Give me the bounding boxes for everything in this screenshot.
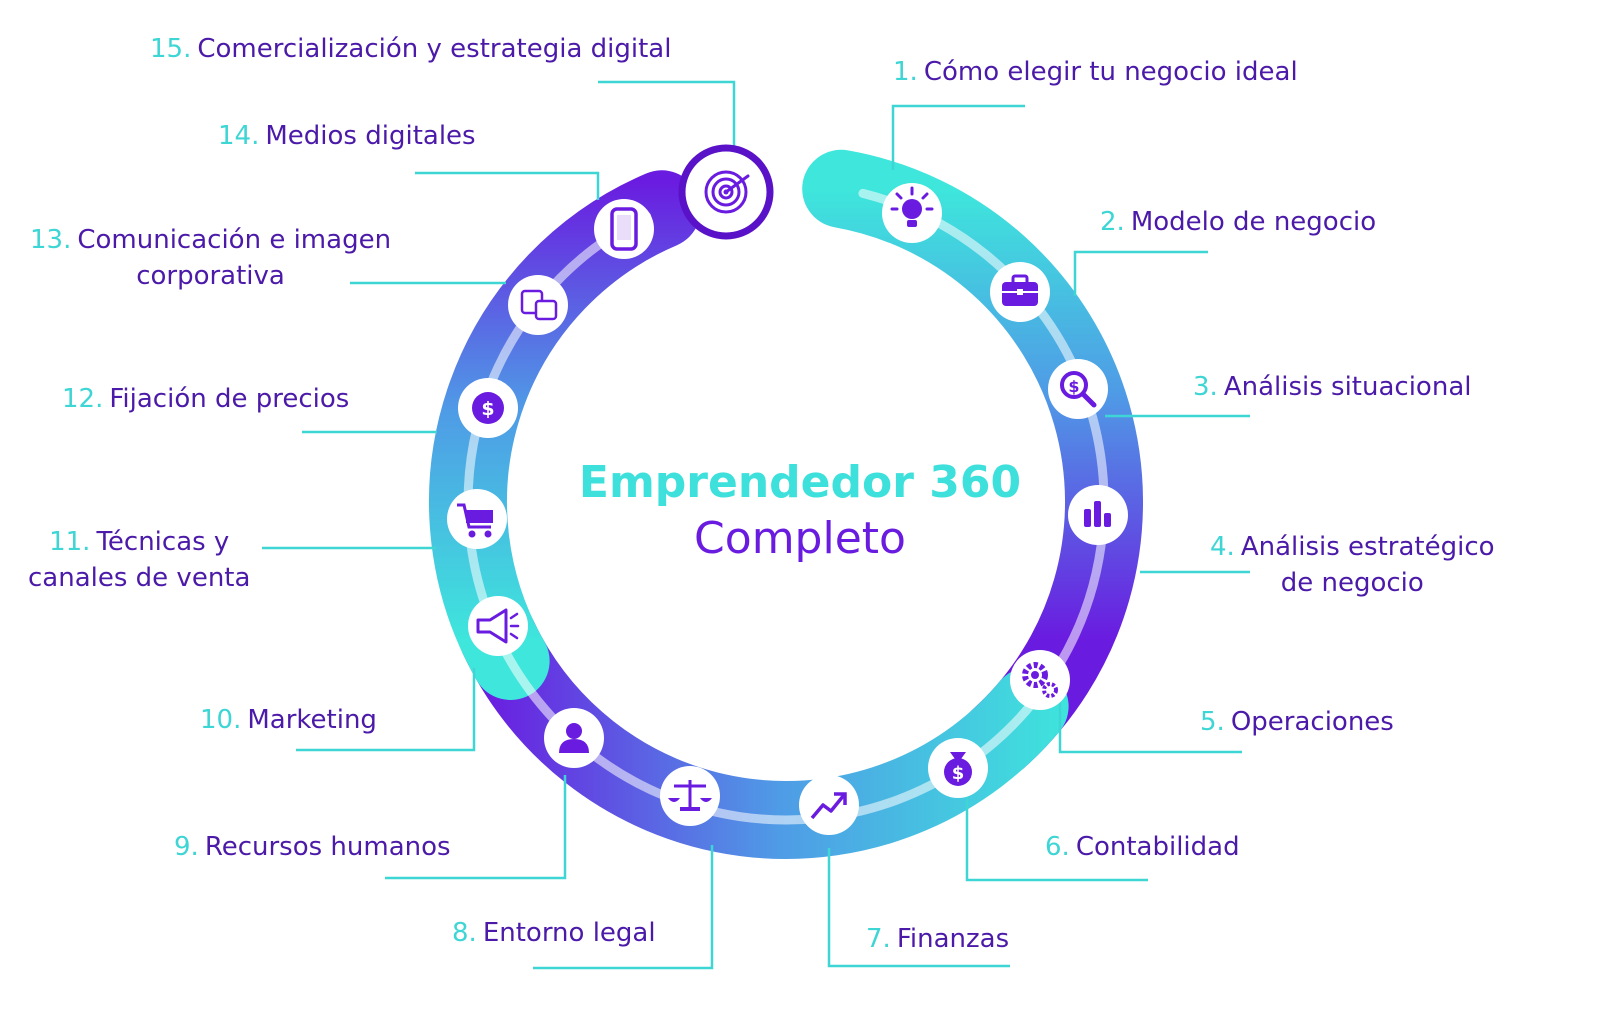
connector-2 [1073, 250, 1208, 296]
user-icon [544, 708, 604, 768]
module-label-14: 14.Medios digitales [218, 121, 476, 151]
connector-8 [533, 845, 714, 970]
target-icon [678, 144, 774, 240]
connector-10 [296, 668, 476, 752]
module-label-12: 12.Fijación de precios [62, 384, 350, 414]
svg-text:$: $ [481, 398, 494, 420]
module-label-5: 5.Operaciones [1200, 707, 1394, 737]
trend-up-icon [799, 775, 859, 835]
svg-text:$: $ [952, 763, 965, 784]
module-label-8: 8.Entorno legal [452, 918, 656, 948]
bar-chart-icon [1068, 485, 1128, 545]
money-bag-icon: $ [928, 738, 988, 798]
center-title-sub: Completo [694, 513, 906, 564]
dollar-coin-icon: $ [458, 378, 518, 438]
module-label-7: 7.Finanzas [866, 924, 1010, 954]
module-label-3: 3.Análisis situacional [1193, 372, 1472, 402]
dollar-magnifier-icon: $ [1048, 359, 1108, 419]
briefcase-icon [990, 262, 1050, 322]
center-title-main: Emprendedor 360 [578, 457, 1022, 508]
connector-5 [1058, 700, 1242, 754]
connector-14 [415, 171, 600, 200]
module-label-15: 15.Comercialización y estrategia digital [150, 34, 672, 64]
module-label-13: 13.Comunicación e imagen corporativa [30, 225, 392, 291]
module-label-10: 10.Marketing [200, 705, 377, 735]
module-label-11: 11.Técnicas y canales de venta [28, 527, 251, 593]
connector-6 [965, 795, 1148, 882]
connector-1 [891, 104, 1025, 170]
svg-text:$: $ [1068, 377, 1079, 396]
gears-icon [1010, 650, 1070, 710]
center-title: Emprendedor 360 Completo [520, 455, 1080, 567]
module-label-6: 6.Contabilidad [1045, 832, 1240, 862]
cart-icon [447, 489, 507, 549]
scales-icon [660, 766, 720, 826]
connector-9 [385, 775, 567, 880]
lightbulb-icon [882, 183, 942, 243]
megaphone-icon [468, 596, 528, 656]
module-label-9: 9.Recursos humanos [174, 832, 451, 862]
translate-icon [508, 275, 568, 335]
connector-7 [827, 848, 1010, 968]
smartphone-icon [594, 199, 654, 259]
module-label-1: 1.Cómo elegir tu negocio ideal [893, 57, 1298, 87]
module-label-2: 2.Modelo de negocio [1100, 207, 1377, 237]
connector-15 [598, 80, 736, 148]
module-label-4: 4.Análisis estratégico de negocio [1210, 532, 1495, 598]
